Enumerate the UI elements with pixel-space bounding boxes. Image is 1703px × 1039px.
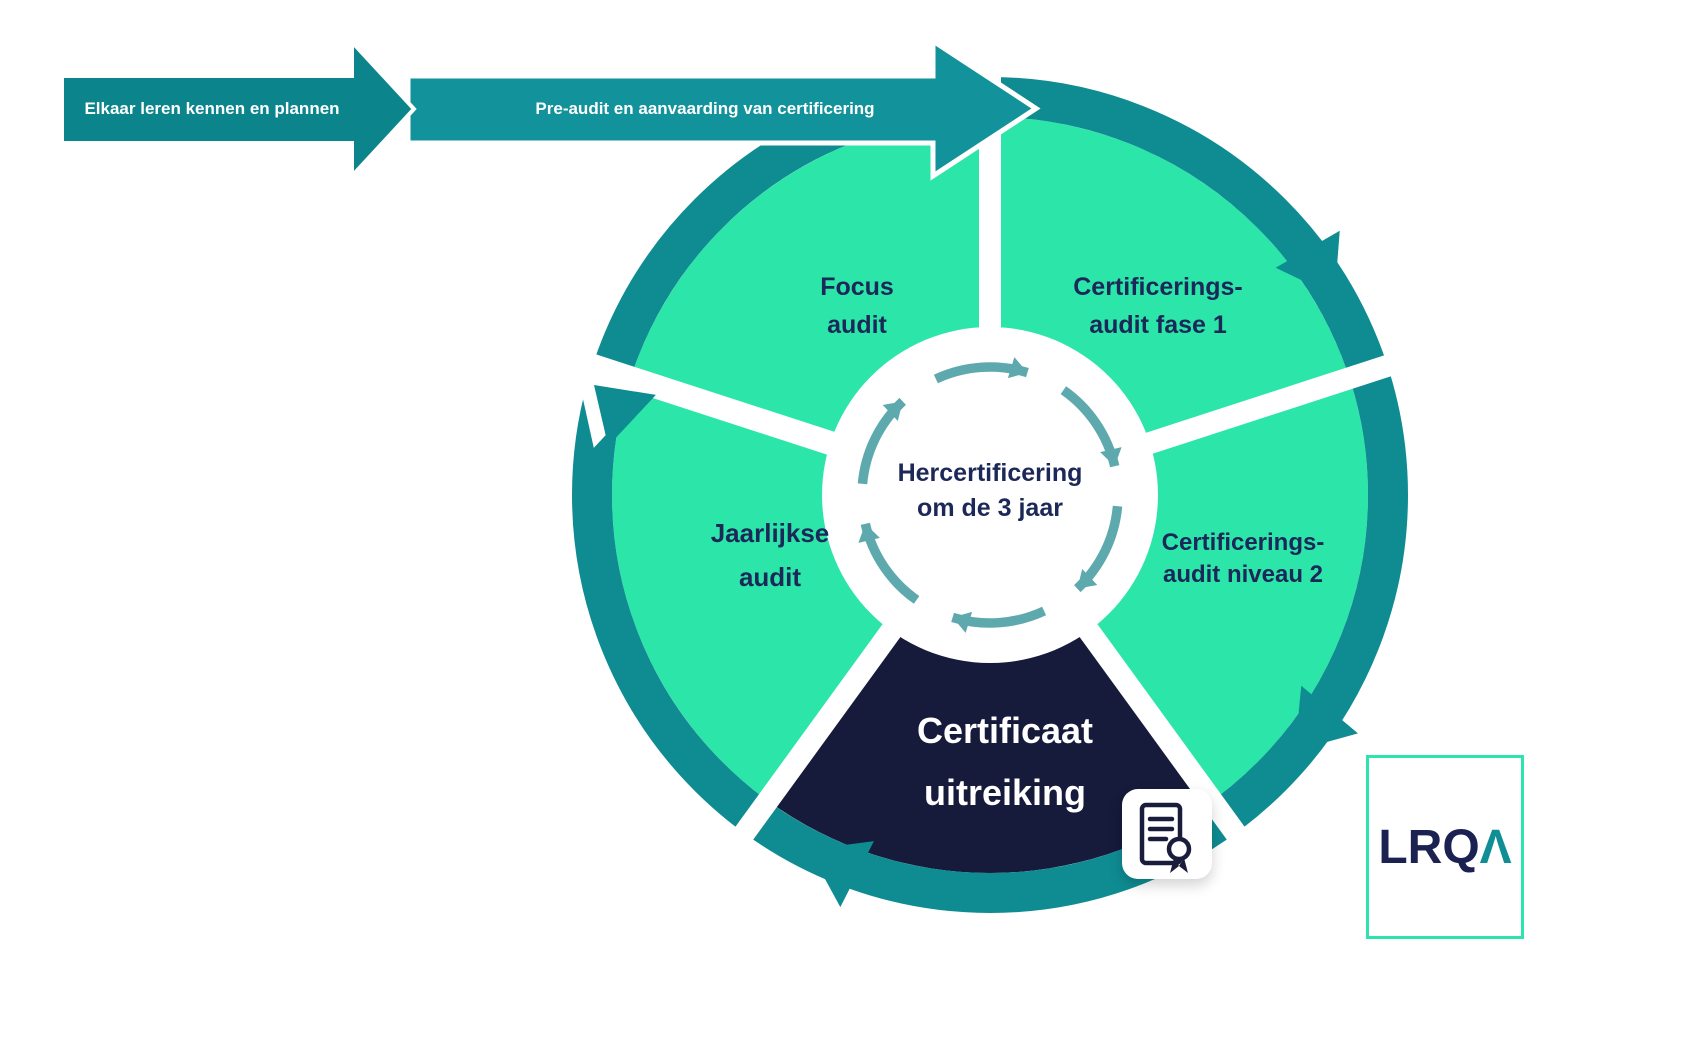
process-arrow-step1 [60, 36, 417, 182]
center-arrowhead [952, 611, 973, 633]
recycle-exit-arrow [577, 372, 656, 448]
segment-label-certificerings-audit-niveau-2: Certificerings-audit niveau 2 [1161, 529, 1325, 588]
center-arrowhead [1077, 568, 1098, 589]
process-arrow-step2 [405, 36, 1041, 181]
lrqa-logo-accent: Λ [1479, 820, 1512, 874]
center-arrowhead [1100, 447, 1122, 467]
center-arrowhead [858, 523, 880, 543]
segment-label-certificaat-uitreiking: Certificaat uitreiking [916, 710, 1094, 813]
segment-label-jaarlijkse-audit: Jaarlijkse audit [710, 518, 830, 592]
cycle-arrowhead-bottom-right [1294, 685, 1358, 751]
certificate-icon-box [1122, 789, 1212, 879]
center-arrowhead [1007, 357, 1028, 379]
lrqa-logo-box: LRQΛ [1366, 755, 1524, 939]
segment-label-certificerings-audit-fase-1: Certificerings-audit fase 1 [1073, 273, 1243, 339]
center-circle [822, 327, 1158, 663]
cycle-center-label: Hercertificering om de 3 jaar [897, 459, 1083, 522]
lrqa-logo: LRQΛ [1378, 820, 1511, 875]
recycle-exit-arrowhead [594, 385, 656, 447]
process-arrow-step2-label: Pre-audit en aanvaarding van certificeri… [535, 99, 875, 118]
center-cycle-arrowheads [858, 357, 1122, 633]
segment-certificaat-uitreiking [767, 495, 1213, 874]
process-arrow-step1-label: Elkaar leren kennen en plannen [84, 99, 340, 118]
cycle-ring-arrowheads [809, 230, 1358, 908]
cycle-arrowhead-bottom-left [809, 841, 874, 908]
lrqa-logo-main: LRQ [1378, 820, 1480, 874]
segment-label-focus-audit: Focus audit [820, 273, 894, 339]
certificate-icon [1139, 802, 1192, 873]
center-arrowhead [882, 401, 903, 422]
cycle-arrowhead-top-right [1275, 230, 1340, 296]
